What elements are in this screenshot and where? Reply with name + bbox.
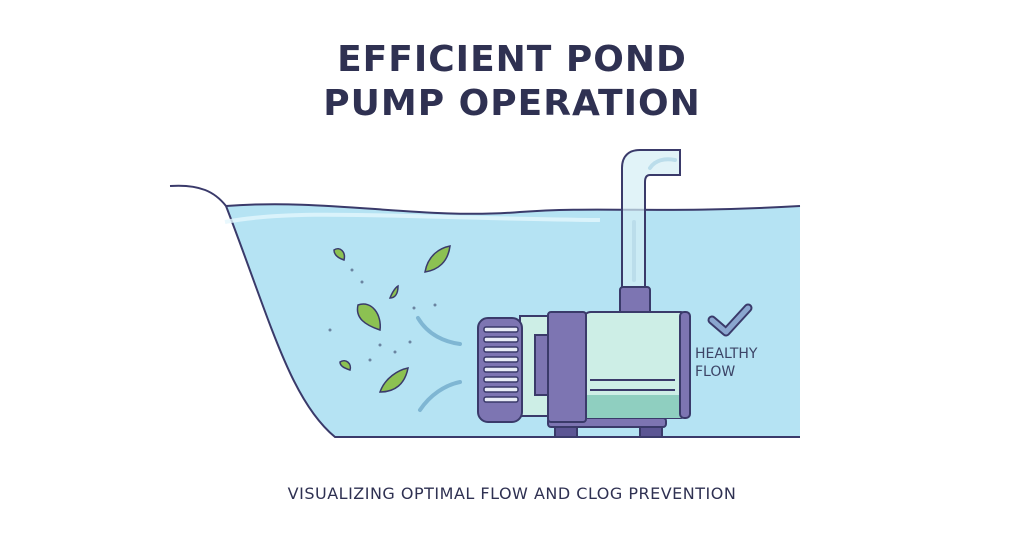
pipe-collar xyxy=(619,286,651,316)
intake-grill xyxy=(483,326,519,403)
title-line-1: EFFICIENT POND xyxy=(337,39,687,80)
healthy-flow-label-line-1: HEALTHY xyxy=(695,346,758,362)
pond-bank-line xyxy=(169,184,800,438)
pump xyxy=(477,311,691,438)
water-shimmer xyxy=(224,212,601,224)
water-surface-line xyxy=(225,203,801,215)
caption: VISUALIZING OPTIMAL FLOW AND CLOG PREVEN… xyxy=(287,484,737,503)
leaf-icon xyxy=(333,245,451,393)
outlet-pipe xyxy=(621,149,681,291)
healthy-flow-label-line-2: FLOW xyxy=(695,364,736,380)
title-line-2: PUMP OPERATION xyxy=(323,83,701,124)
debris-particles xyxy=(328,268,437,362)
